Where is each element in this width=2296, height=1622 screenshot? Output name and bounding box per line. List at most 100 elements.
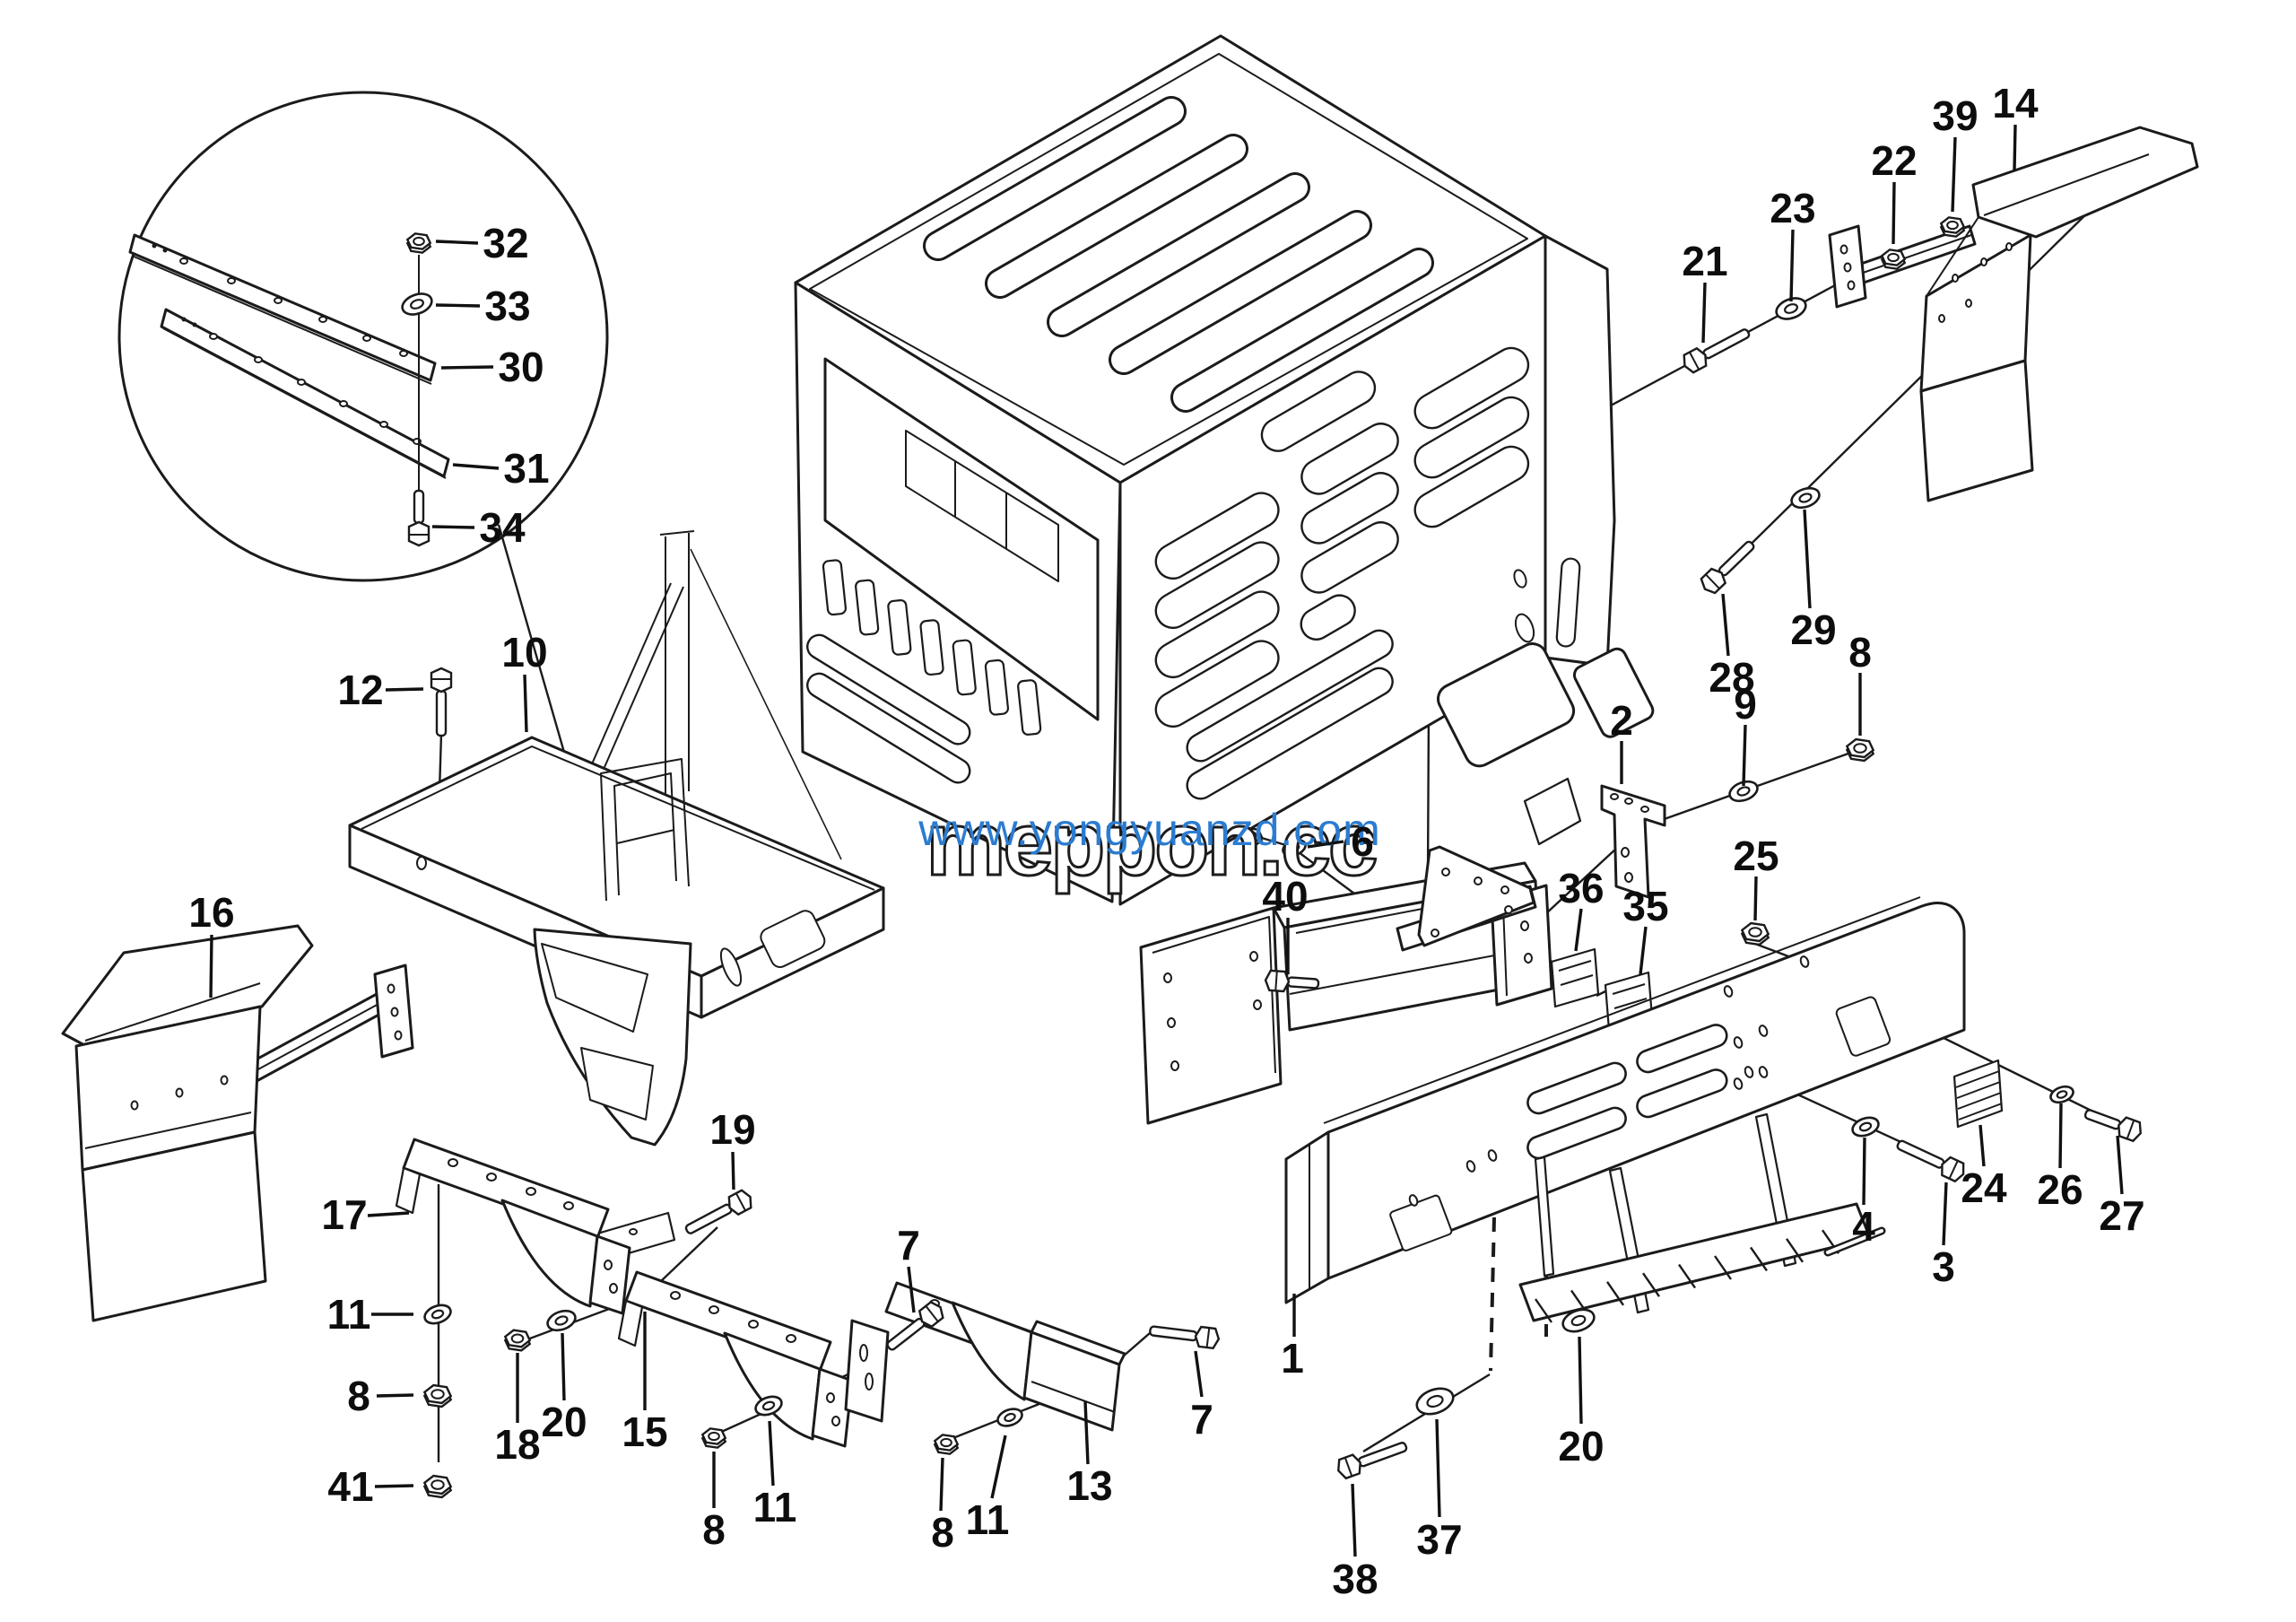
hex-nut <box>1939 216 1966 238</box>
callout-25: 25 <box>1733 833 1779 921</box>
cab-interior-hint <box>905 430 1059 582</box>
hex-bolt <box>430 667 453 737</box>
callout-number: 29 <box>1790 606 1836 653</box>
callout-number: 11 <box>327 1291 371 1338</box>
callout-41: 41 <box>327 1463 414 1510</box>
callout-30: 30 <box>440 344 544 390</box>
washer <box>1851 1116 1880 1138</box>
callout-number: 35 <box>1622 883 1668 929</box>
front-bumper-assembly <box>1284 896 2004 1323</box>
callout-8: 8 <box>702 1452 726 1553</box>
cab-windshield-opening <box>823 357 1100 721</box>
callout-number: 7 <box>1190 1396 1213 1443</box>
callout-number: 27 <box>2099 1192 2144 1239</box>
callout-number: 18 <box>494 1421 540 1468</box>
bumper-bar <box>1326 902 1966 1280</box>
bumper-holes <box>1408 955 1810 1207</box>
washer <box>1415 1387 1455 1416</box>
detail-circle-inset <box>117 91 609 582</box>
strip-part-30 <box>128 233 437 385</box>
callout-number: 40 <box>1262 873 1308 920</box>
callout-number: 41 <box>327 1463 373 1510</box>
callout-number: 25 <box>1733 833 1779 879</box>
callout-8: 8 <box>347 1373 414 1419</box>
callout-10: 10 <box>501 629 548 733</box>
callout-4: 4 <box>1852 1137 1875 1250</box>
callout-2: 2 <box>1610 697 1633 784</box>
bumper-slots <box>1526 1024 1728 1160</box>
hex-bolt <box>1337 1442 1408 1480</box>
callout-7: 7 <box>1190 1350 1213 1443</box>
callout-number: 11 <box>753 1484 797 1530</box>
callout-9: 9 <box>1734 681 1757 787</box>
dashed-reference-lines <box>1489 1199 1548 1372</box>
callout-16: 16 <box>188 889 235 998</box>
hex-bolt <box>1149 1325 1221 1350</box>
hex-nut <box>405 232 432 254</box>
callout-24: 24 <box>1961 1124 2007 1211</box>
callout-number: 2 <box>1610 697 1633 744</box>
callout-number: 17 <box>321 1191 367 1238</box>
shim-plate-36 <box>1550 947 1600 1008</box>
hex-bolt <box>684 1189 752 1234</box>
callout-number: 21 <box>1682 238 1727 284</box>
louvre-plate-24 <box>1952 1059 2004 1129</box>
callout-33: 33 <box>435 283 531 329</box>
washer <box>1561 1308 1596 1333</box>
callout-number: 8 <box>702 1506 726 1553</box>
callout-35: 35 <box>1622 883 1669 975</box>
hex-bolt <box>407 489 430 547</box>
callout-27: 27 <box>2099 1135 2145 1239</box>
callout-number: 3 <box>1932 1243 1955 1290</box>
callout-11: 11 <box>753 1420 797 1530</box>
callout-3: 3 <box>1932 1182 1955 1290</box>
callout-number: 9 <box>1734 681 1757 728</box>
washer <box>2049 1085 2074 1104</box>
hex-nut <box>1880 249 1907 270</box>
hex-bolt <box>1896 1139 1965 1183</box>
callout-number: 19 <box>709 1106 755 1153</box>
hex-nut <box>933 1434 960 1455</box>
cab-mount-gusset <box>1396 845 1537 952</box>
cab-roof-ribs <box>923 96 1434 413</box>
callout-36: 36 <box>1558 865 1605 952</box>
callout-number: 24 <box>1961 1164 2007 1211</box>
callout-11: 11 <box>327 1291 413 1338</box>
callout-number: 15 <box>622 1408 667 1455</box>
cross-member-end-plate <box>1139 906 1283 1125</box>
callout-8: 8 <box>1848 629 1872 736</box>
platform-assembly <box>348 530 885 1278</box>
callout-number: 14 <box>1992 80 2039 126</box>
cross-member-assembly <box>1139 784 1666 1125</box>
callout-11: 11 <box>966 1435 1010 1543</box>
callout-26: 26 <box>2037 1103 2083 1213</box>
callout-number: 20 <box>1558 1423 1604 1469</box>
fastener-hardware <box>401 216 2142 1499</box>
callout-19: 19 <box>709 1106 756 1190</box>
callout-14: 14 <box>1992 80 2039 171</box>
callout-number: 23 <box>1770 185 1815 231</box>
washer <box>401 292 433 316</box>
callout-number: 37 <box>1416 1516 1462 1563</box>
hex-nut <box>700 1427 727 1449</box>
watermark-link: www.yongyuanzd.com <box>918 805 1380 855</box>
callout-15: 15 <box>622 1312 668 1455</box>
cab-door-handle <box>1555 557 1581 648</box>
callout-21: 21 <box>1682 238 1728 344</box>
callout-number: 7 <box>897 1222 920 1269</box>
washer <box>423 1304 452 1325</box>
callout-number: 28 <box>1709 654 1754 701</box>
callout-37: 37 <box>1416 1418 1463 1563</box>
callout-38: 38 <box>1332 1483 1378 1602</box>
callout-number: 32 <box>483 220 528 266</box>
hex-nut <box>1845 737 1875 763</box>
platform-handle-bracket <box>600 758 690 902</box>
washer <box>996 1408 1023 1427</box>
hex-nut <box>422 1474 453 1499</box>
callout-number: 11 <box>966 1496 1010 1543</box>
callout-number: 1 <box>1281 1335 1304 1382</box>
hex-bolt <box>1683 328 1751 374</box>
callout-23: 23 <box>1770 185 1816 302</box>
